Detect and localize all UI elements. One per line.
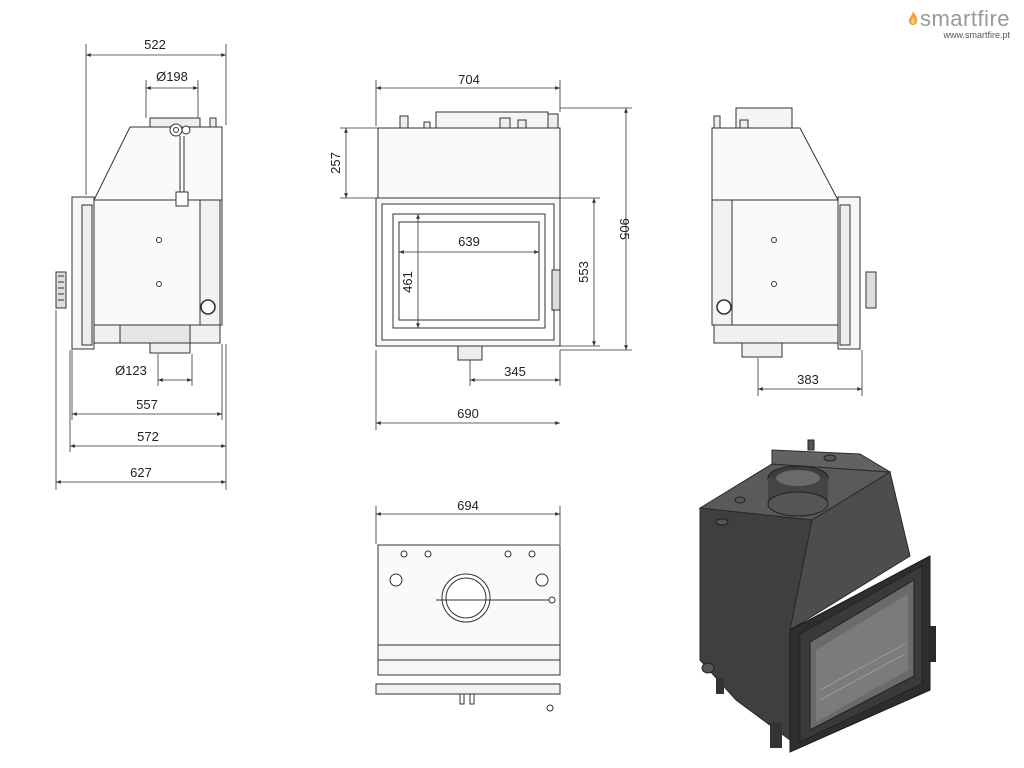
brand-name-text: smartfire xyxy=(919,6,1010,31)
top-view xyxy=(375,544,561,712)
dim-front-width: 704 xyxy=(458,72,480,87)
dim-front-frame-width: 690 xyxy=(457,406,479,421)
dim-front-flue-offset: 345 xyxy=(504,364,526,379)
brand-name: smartfire xyxy=(908,6,1010,32)
dim-depth-frame: 572 xyxy=(137,429,159,444)
dim-depth-total: 627 xyxy=(130,465,152,480)
dims-front xyxy=(340,80,632,430)
dim-door-height: 553 xyxy=(576,261,591,283)
dim-top-width: 694 xyxy=(457,498,479,513)
dim-side-top-width: 522 xyxy=(144,37,166,52)
dim-bottom-flue-diameter: Ø123 xyxy=(115,363,147,378)
dims-right xyxy=(757,350,863,396)
fireplace-3d-render xyxy=(698,439,936,753)
dim-right-flue-offset: 383 xyxy=(797,372,819,387)
side-view-left xyxy=(55,117,223,354)
front-view xyxy=(375,111,561,361)
dim-depth-body: 557 xyxy=(136,397,158,412)
dims-top xyxy=(375,506,561,544)
dim-glass-height: 461 xyxy=(400,271,415,293)
dim-flue-diameter: Ø198 xyxy=(156,69,188,84)
side-view-right xyxy=(711,107,877,358)
dim-total-height: 905 xyxy=(617,218,632,240)
dim-glass-width: 639 xyxy=(458,234,480,249)
dims-left xyxy=(55,44,227,490)
brand-url: www.smartfire.pt xyxy=(943,30,1010,40)
flame-icon xyxy=(908,11,918,25)
dim-front-top-height: 257 xyxy=(328,152,343,174)
brand-logo: smartfire www.smartfire.pt xyxy=(908,6,1010,40)
